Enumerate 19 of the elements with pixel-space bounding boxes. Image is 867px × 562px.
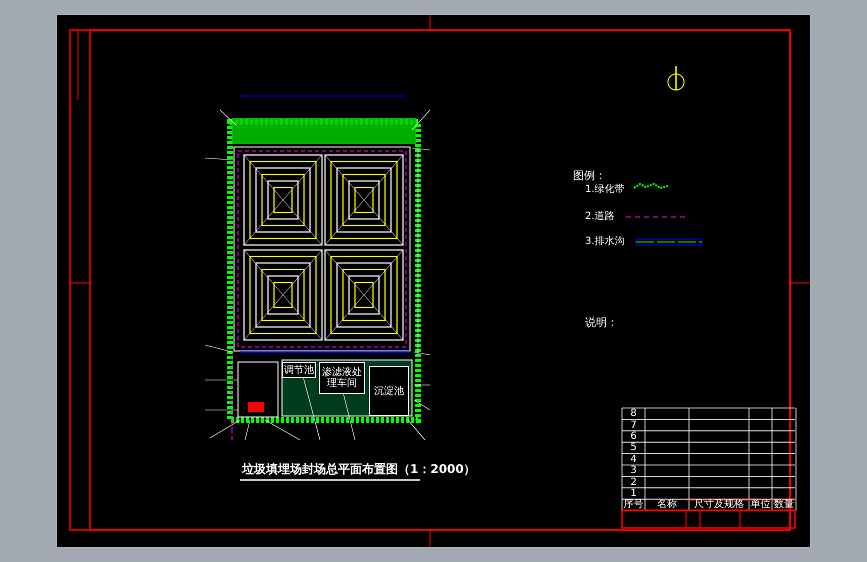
legend-heading: 图例： [573, 170, 606, 182]
table-cell-text: 1 [630, 488, 638, 499]
building-box: 沉淀池 [369, 366, 409, 416]
table-cell-text: 4 [629, 454, 638, 465]
table-cell-text: 8 [629, 408, 638, 420]
table-header-cell-text: 单位 [750, 499, 772, 510]
legend-label: 3.排水沟 [585, 236, 625, 247]
table-cell-text: 3 [629, 465, 638, 476]
legend-label: 1.绿化带 [585, 184, 625, 195]
table-cell-text: 7 [629, 420, 638, 431]
table-cell-text: 2 [629, 476, 638, 488]
table-cell-text: 5 [629, 442, 638, 454]
building-box: 调节池 [282, 362, 316, 378]
notes-heading: 说明： [585, 317, 618, 328]
table-header-cell-text: 名称 [656, 499, 678, 510]
building-box: 渗滤液处理车间 [319, 362, 365, 394]
table-cell-text: 6 [629, 431, 638, 442]
drawing-title: 垃圾填埋场封场总平面布置图（1：2000） [242, 462, 476, 476]
legend-label: 2.道路 [585, 211, 615, 222]
